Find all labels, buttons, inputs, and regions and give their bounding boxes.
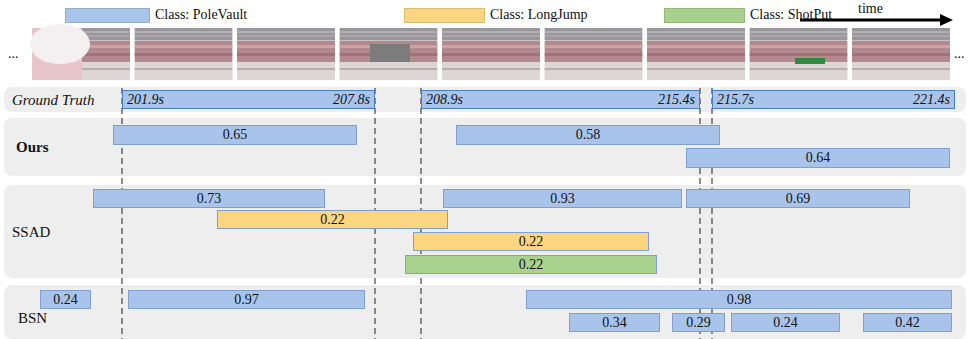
legend-text: Class: ShotPut — [750, 7, 832, 23]
video-frame — [545, 28, 643, 80]
ground-truth-segment: 201.9s 207.8s — [122, 90, 375, 109]
time-stamp: 221.4s — [913, 92, 950, 108]
prediction-segment: 0.65 — [113, 125, 357, 145]
video-frame — [237, 28, 335, 80]
confidence-score: 0.42 — [895, 315, 920, 331]
row-label: BSN — [18, 309, 47, 327]
bsn-row: BSN 0.24 0.97 0.98 0.34 0.29 0.24 0.42 — [4, 285, 966, 339]
ellipsis: ... — [8, 46, 19, 62]
confidence-score: 0.22 — [519, 257, 544, 273]
confidence-score: 0.73 — [197, 191, 222, 207]
prediction-segment: 0.24 — [731, 313, 840, 332]
confidence-score: 0.22 — [320, 212, 345, 228]
confidence-score: 0.97 — [234, 292, 259, 308]
confidence-score: 0.65 — [223, 127, 248, 143]
legend-swatch — [404, 8, 485, 23]
confidence-score: 0.22 — [519, 234, 544, 250]
row-label: SSAD — [12, 223, 50, 241]
prediction-segment: 0.42 — [863, 313, 952, 332]
video-frames — [30, 24, 950, 80]
row-label: Ours — [16, 138, 49, 156]
time-stamp: 207.8s — [333, 92, 370, 108]
video-frame — [135, 28, 233, 80]
prediction-segment: 0.22 — [217, 210, 448, 229]
prediction-segment: 0.34 — [569, 313, 660, 332]
legend-item: Class: LongJump — [404, 7, 588, 23]
confidence-score: 0.93 — [550, 191, 575, 207]
frame-overlay — [795, 58, 825, 64]
video-frame — [340, 28, 438, 80]
legend-item: Class: ShotPut — [664, 7, 832, 23]
time-stamp: 215.4s — [658, 92, 695, 108]
prediction-segment: 0.98 — [526, 290, 952, 309]
prediction-segment: 0.22 — [405, 255, 657, 274]
video-frame — [852, 28, 950, 80]
ground-truth-segment: 215.7s 221.4s — [712, 90, 955, 109]
time-stamp: 201.9s — [127, 92, 164, 108]
confidence-score: 0.24 — [53, 292, 78, 308]
prediction-segment: 0.69 — [686, 189, 910, 208]
confidence-score: 0.29 — [686, 315, 711, 331]
confidence-score: 0.58 — [576, 127, 601, 143]
confidence-score: 0.69 — [786, 191, 811, 207]
axis-label: time — [858, 1, 883, 17]
row-label: Ground Truth — [12, 91, 94, 109]
prediction-segment: 0.93 — [443, 189, 682, 208]
ground-truth-segment: 208.9s 215.4s — [421, 90, 700, 109]
prediction-segment: 0.73 — [93, 189, 325, 208]
prediction-segment: 0.29 — [672, 313, 725, 332]
ground-truth-row: Ground Truth 201.9s 207.8s 208.9s 215.4s 215.… — [4, 87, 966, 112]
time-stamp: 208.9s — [426, 92, 463, 108]
confidence-score: 0.98 — [727, 292, 752, 308]
prediction-segment: 0.24 — [40, 290, 91, 309]
ssad-row: SSAD 0.73 0.93 0.69 0.22 0.22 0.22 — [4, 185, 966, 278]
ellipsis: ... — [954, 46, 965, 62]
confidence-score: 0.24 — [773, 315, 798, 331]
prediction-segment: 0.97 — [128, 290, 365, 309]
video-frame — [647, 28, 745, 80]
prediction-segment: 0.22 — [413, 232, 649, 251]
frame-overlay — [30, 24, 90, 64]
legend-text: Class: LongJump — [490, 7, 588, 23]
video-frame — [442, 28, 540, 80]
arrow-head — [940, 14, 953, 26]
time-stamp: 215.7s — [717, 92, 754, 108]
confidence-score: 0.64 — [806, 150, 831, 166]
confidence-score: 0.34 — [602, 315, 627, 331]
prediction-segment: 0.64 — [686, 148, 950, 168]
legend-swatch — [65, 8, 150, 23]
ours-row: Ours 0.65 0.58 0.64 — [4, 118, 966, 176]
video-frame — [750, 28, 848, 80]
legend-swatch — [664, 8, 745, 23]
prediction-segment: 0.58 — [456, 125, 720, 145]
frame-overlay — [370, 44, 410, 62]
legend-item: Class: PoleVault — [65, 7, 247, 23]
legend-text: Class: PoleVault — [155, 7, 247, 23]
